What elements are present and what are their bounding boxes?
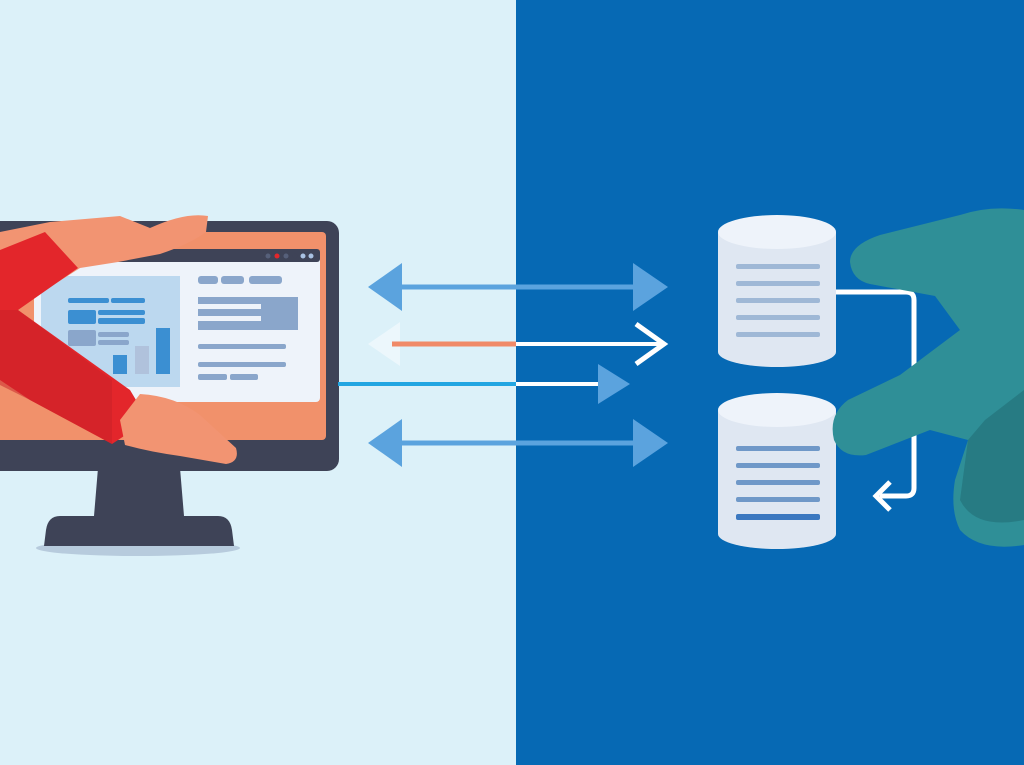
tab-pill <box>249 276 282 284</box>
content-line <box>198 374 227 380</box>
panel-line <box>98 318 145 324</box>
window-dot-icon <box>292 253 298 259</box>
content-line <box>198 362 286 367</box>
teal-hand-shadow <box>960 390 1024 523</box>
monitor-neck <box>94 468 184 516</box>
panel-line <box>68 298 109 303</box>
sleeve-shadow <box>0 310 112 444</box>
panel-line <box>98 310 145 315</box>
content-line <box>198 344 286 349</box>
tab-pill <box>221 276 244 284</box>
chart-bar <box>113 355 127 374</box>
sync-arrows <box>338 263 669 467</box>
window-dot-icon <box>300 253 306 259</box>
content-gap <box>198 316 261 321</box>
panel-block <box>68 310 96 324</box>
panel-block <box>68 330 96 346</box>
arrow-right-head-icon <box>634 321 669 367</box>
chart-bar <box>135 346 149 374</box>
window-dot-icon <box>274 253 280 259</box>
arrow-left-head-icon <box>368 419 402 467</box>
bidirectional-arrow <box>368 419 668 467</box>
person-arms <box>0 215 237 464</box>
arrow-left-head-icon <box>368 322 400 366</box>
upload-arrow <box>338 364 630 404</box>
content-gap <box>198 304 261 309</box>
arrow-right-head-icon <box>598 364 630 404</box>
arrow-left-head-icon <box>872 480 892 512</box>
arrow-right-head-icon <box>633 263 668 311</box>
monitor-base <box>44 516 234 546</box>
bidirectional-arrow <box>368 263 668 311</box>
window-dot-icon <box>283 253 289 259</box>
chart-bar <box>156 328 170 374</box>
tab-pill <box>198 276 218 284</box>
content-line <box>230 374 258 380</box>
database-bottom <box>718 393 836 549</box>
window-dot-icon <box>308 253 314 259</box>
outgoing-arrow <box>368 321 669 367</box>
panel-line <box>98 332 129 337</box>
database-top <box>718 215 836 367</box>
arrow-left-head-icon <box>368 263 402 311</box>
bottom-hand <box>120 394 237 464</box>
arrow-right-head-icon <box>633 419 668 467</box>
content-block <box>198 297 298 330</box>
window-dot-icon <box>265 253 271 259</box>
panel-line <box>111 298 145 303</box>
panel-line <box>98 340 129 345</box>
